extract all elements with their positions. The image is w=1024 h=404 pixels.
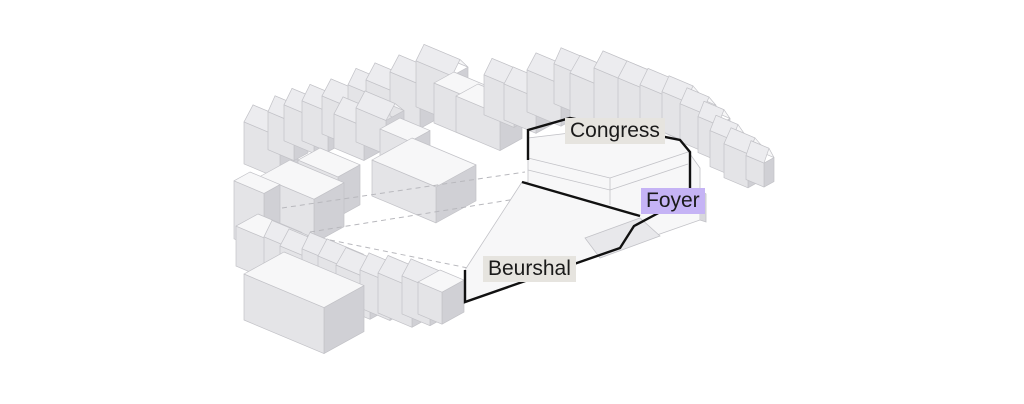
foyer-label: Foyer bbox=[641, 188, 705, 214]
building-block bbox=[417, 269, 465, 325]
building-block bbox=[745, 140, 775, 188]
beurshal-label: Beurshal bbox=[483, 256, 576, 282]
building-block bbox=[371, 137, 477, 224]
plaza-paths bbox=[281, 171, 526, 269]
congress-label: Congress bbox=[565, 118, 665, 144]
building-block bbox=[243, 251, 365, 354]
